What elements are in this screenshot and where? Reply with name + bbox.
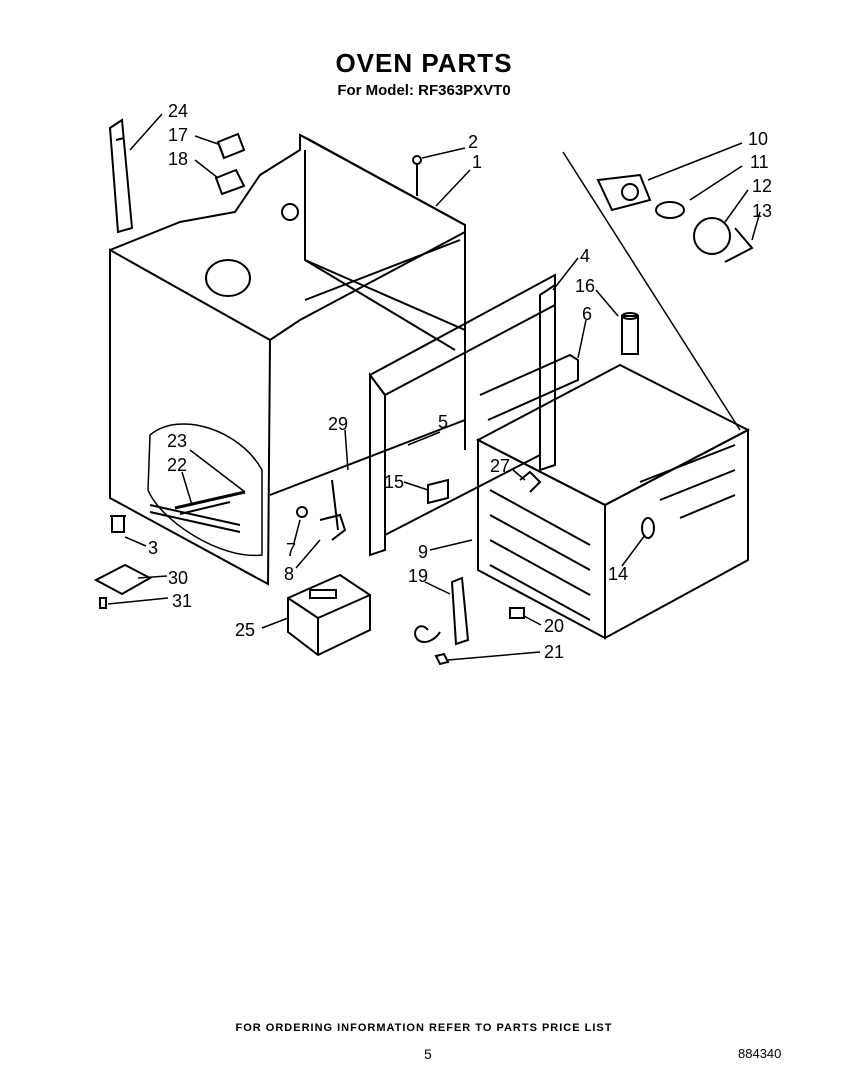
callout-10: 10 bbox=[748, 129, 768, 149]
ordering-note: FOR ORDERING INFORMATION REFER TO PARTS … bbox=[235, 1022, 613, 1034]
part-2-screw bbox=[412, 155, 422, 196]
document-number: 884340 bbox=[738, 1046, 782, 1061]
callout-18: 18 bbox=[168, 149, 188, 169]
callout-15: 15 bbox=[384, 472, 404, 492]
callout-labels: 24 17 18 2 1 10 11 12 13 4 16 6 23 22 29… bbox=[148, 101, 772, 662]
callout-6: 6 bbox=[582, 304, 592, 324]
part-30-bracket bbox=[93, 563, 153, 596]
part-25-box bbox=[287, 573, 371, 657]
callout-24: 24 bbox=[168, 101, 188, 121]
callout-9: 9 bbox=[418, 542, 428, 562]
part-9-oven-liner bbox=[475, 363, 751, 640]
callout-1: 1 bbox=[472, 152, 482, 172]
part-18-spacer bbox=[214, 168, 246, 196]
callout-31: 31 bbox=[172, 591, 192, 611]
callout-25: 25 bbox=[235, 620, 255, 640]
part-21-nut bbox=[434, 652, 450, 666]
part-20-screw bbox=[509, 607, 525, 619]
model-subtitle: For Model: RF363PXVT0 bbox=[337, 82, 511, 99]
part-19-hinge bbox=[414, 576, 470, 646]
part-15-bracket bbox=[427, 478, 449, 505]
callout-14: 14 bbox=[608, 564, 628, 584]
callout-22: 22 bbox=[167, 455, 187, 475]
part-24-side-trim bbox=[108, 118, 134, 234]
callout-21: 21 bbox=[544, 642, 564, 662]
page-number: 5 bbox=[424, 1046, 432, 1062]
callout-27: 27 bbox=[490, 456, 510, 476]
part-1-cabinet bbox=[109, 133, 466, 586]
callout-13: 13 bbox=[752, 201, 772, 221]
callout-23: 23 bbox=[167, 431, 187, 451]
callout-7: 7 bbox=[286, 540, 296, 560]
part-3-leveler bbox=[110, 515, 126, 533]
part-31-screw bbox=[99, 597, 107, 609]
leader-lines bbox=[107, 113, 761, 661]
page-title: OVEN PARTS bbox=[335, 48, 513, 78]
callout-2: 2 bbox=[468, 132, 478, 152]
callout-3: 3 bbox=[148, 538, 158, 558]
part-6-bracket bbox=[479, 353, 579, 421]
part-16-cylinder bbox=[621, 312, 639, 355]
part-10-13-light-assembly bbox=[596, 173, 754, 263]
callout-8: 8 bbox=[284, 564, 294, 584]
part-29-8-7-brackets bbox=[296, 479, 347, 541]
callout-30: 30 bbox=[168, 568, 188, 588]
part-17-spacer bbox=[216, 132, 246, 160]
callout-29: 29 bbox=[328, 414, 348, 434]
callout-20: 20 bbox=[544, 616, 564, 636]
callout-11: 11 bbox=[750, 152, 769, 172]
callout-17: 17 bbox=[168, 125, 188, 145]
callout-16: 16 bbox=[575, 276, 595, 296]
callout-12: 12 bbox=[752, 176, 772, 196]
callout-19: 19 bbox=[408, 566, 428, 586]
callout-5: 5 bbox=[438, 412, 448, 432]
part-23-22-igniter bbox=[174, 490, 246, 515]
callout-4: 4 bbox=[580, 246, 590, 266]
part-4-front-frame bbox=[368, 273, 556, 557]
light-guide-line bbox=[562, 151, 741, 431]
